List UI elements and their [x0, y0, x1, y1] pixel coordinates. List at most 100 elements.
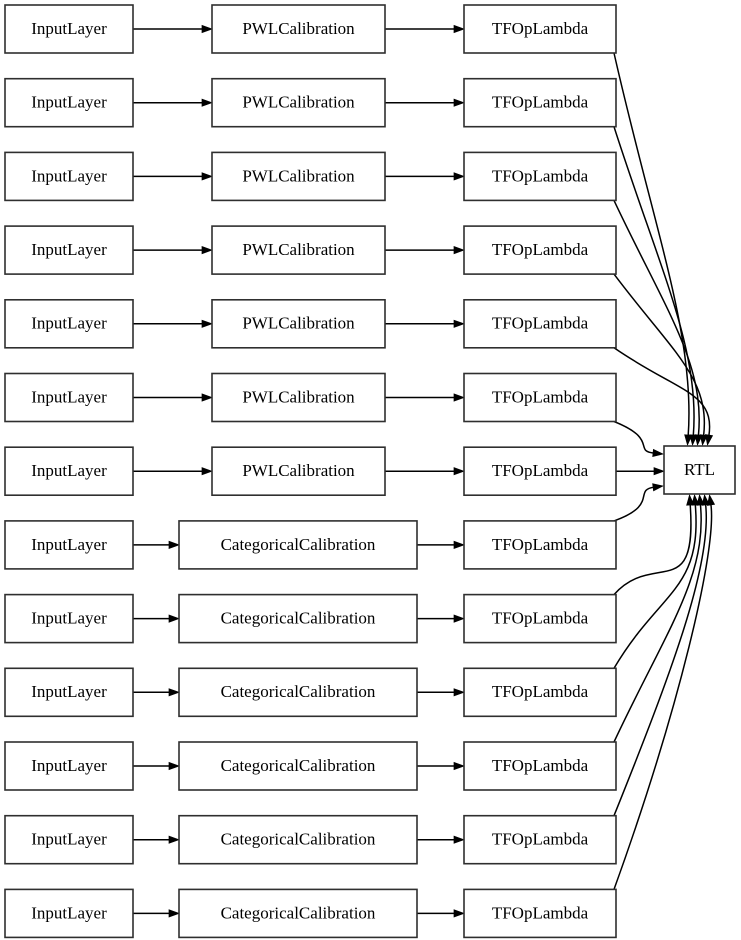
node-calibration-4-rect[interactable]: [211, 225, 386, 275]
edge-input-to-calibration-7: [133, 467, 214, 476]
node-calibration-2-label: PWLCalibration: [242, 93, 355, 112]
node-calibration-6-rect[interactable]: [211, 372, 386, 423]
node-calibration-12[interactable]: CategoricalCalibration: [178, 814, 418, 865]
node-calibration-7-rect[interactable]: [211, 446, 386, 497]
node-lambda-11-rect[interactable]: [463, 741, 617, 791]
node-input-layer-10-rect[interactable]: [4, 667, 134, 718]
node-lambda-12[interactable]: TFOpLambda: [463, 814, 617, 865]
node-input-layer-11-rect[interactable]: [4, 741, 134, 791]
node-calibration-12-label: CategoricalCalibration: [221, 830, 376, 849]
node-input-layer-2[interactable]: InputLayer: [4, 77, 134, 128]
edge-lambda-to-rtl-9: [613, 493, 695, 596]
node-calibration-5[interactable]: PWLCalibration: [211, 298, 386, 349]
node-lambda-1[interactable]: TFOpLambda: [463, 4, 617, 54]
edge-input-to-calibration-10: [133, 688, 181, 697]
node-calibration-13[interactable]: CategoricalCalibration: [178, 888, 418, 939]
node-calibration-12-rect[interactable]: [178, 814, 418, 865]
node-calibration-7[interactable]: PWLCalibration: [211, 446, 386, 497]
node-lambda-1-rect[interactable]: [463, 4, 617, 54]
node-rtl-output-rect[interactable]: [663, 445, 736, 495]
node-lambda-10-rect[interactable]: [463, 667, 617, 718]
node-lambda-9-rect[interactable]: [463, 593, 617, 644]
node-input-layer-7-rect[interactable]: [4, 446, 134, 497]
node-calibration-8-label: CategoricalCalibration: [221, 535, 376, 554]
node-input-layer-7[interactable]: InputLayer: [4, 446, 134, 497]
node-calibration-10-label: CategoricalCalibration: [221, 682, 376, 701]
node-lambda-3-rect[interactable]: [463, 151, 617, 202]
node-rtl-output[interactable]: RTL: [663, 445, 736, 495]
node-lambda-13-rect[interactable]: [463, 888, 617, 939]
edge-calibration-to-lambda-9-arrowhead: [453, 614, 466, 623]
node-calibration-3[interactable]: PWLCalibration: [211, 151, 386, 202]
edge-calibration-to-lambda-2-arrowhead: [453, 98, 466, 107]
edge-calibration-to-lambda-10: [417, 688, 466, 697]
node-input-layer-3-rect[interactable]: [4, 151, 134, 202]
node-calibration-10-rect[interactable]: [178, 667, 418, 718]
node-input-layer-13[interactable]: InputLayer: [4, 888, 134, 939]
node-lambda-8-rect[interactable]: [463, 520, 617, 570]
node-calibration-5-rect[interactable]: [211, 298, 386, 349]
node-lambda-4[interactable]: TFOpLambda: [463, 225, 617, 275]
node-input-layer-8[interactable]: InputLayer: [4, 520, 134, 570]
edge-calibration-to-lambda-3: [385, 172, 466, 181]
node-calibration-9-rect[interactable]: [178, 593, 418, 644]
edge-lambda-to-rtl-9-arrowhead: [686, 493, 695, 506]
node-input-layer-4[interactable]: InputLayer: [4, 225, 134, 275]
node-calibration-8-rect[interactable]: [178, 520, 418, 570]
node-calibration-8[interactable]: CategoricalCalibration: [178, 520, 418, 570]
node-input-layer-3[interactable]: InputLayer: [4, 151, 134, 202]
node-input-layer-10[interactable]: InputLayer: [4, 667, 134, 718]
node-input-layer-5[interactable]: InputLayer: [4, 298, 134, 349]
node-lambda-13[interactable]: TFOpLambda: [463, 888, 617, 939]
node-calibration-10[interactable]: CategoricalCalibration: [178, 667, 418, 718]
node-calibration-3-rect[interactable]: [211, 151, 386, 202]
node-input-layer-6[interactable]: InputLayer: [4, 372, 134, 423]
node-lambda-5-rect[interactable]: [463, 298, 617, 349]
node-lambda-9[interactable]: TFOpLambda: [463, 593, 617, 644]
node-input-layer-4-rect[interactable]: [4, 225, 134, 275]
node-input-layer-13-rect[interactable]: [4, 888, 134, 939]
node-lambda-6-rect[interactable]: [463, 372, 617, 423]
node-lambda-2[interactable]: TFOpLambda: [463, 77, 617, 128]
node-lambda-11[interactable]: TFOpLambda: [463, 741, 617, 791]
node-lambda-5[interactable]: TFOpLambda: [463, 298, 617, 349]
node-input-layer-12[interactable]: InputLayer: [4, 814, 134, 865]
node-calibration-11-rect[interactable]: [178, 741, 418, 791]
node-input-layer-8-rect[interactable]: [4, 520, 134, 570]
edge-lambda-to-rtl-7: [616, 467, 666, 476]
node-calibration-6-label: PWLCalibration: [242, 387, 355, 406]
node-lambda-7-rect[interactable]: [463, 446, 617, 497]
node-input-layer-11[interactable]: InputLayer: [4, 741, 134, 791]
node-calibration-6[interactable]: PWLCalibration: [211, 372, 386, 423]
node-lambda-2-rect[interactable]: [463, 77, 617, 128]
node-lambda-7[interactable]: TFOpLambda: [463, 446, 617, 497]
node-lambda-12-rect[interactable]: [463, 814, 617, 865]
node-input-layer-9[interactable]: InputLayer: [4, 593, 134, 644]
node-calibration-2[interactable]: PWLCalibration: [211, 77, 386, 128]
node-lambda-3[interactable]: TFOpLambda: [463, 151, 617, 202]
node-calibration-9[interactable]: CategoricalCalibration: [178, 593, 418, 644]
node-input-layer-6-rect[interactable]: [4, 372, 134, 423]
node-input-layer-9-rect[interactable]: [4, 593, 134, 644]
node-calibration-4-label: PWLCalibration: [242, 240, 355, 259]
node-lambda-8[interactable]: TFOpLambda: [463, 520, 617, 570]
node-calibration-4[interactable]: PWLCalibration: [211, 225, 386, 275]
node-rtl-output-label: RTL: [684, 460, 715, 479]
node-calibration-11[interactable]: CategoricalCalibration: [178, 741, 418, 791]
node-calibration-1[interactable]: PWLCalibration: [211, 4, 386, 54]
node-calibration-2-rect[interactable]: [211, 77, 386, 128]
node-input-layer-6-label: InputLayer: [31, 387, 107, 406]
node-lambda-6[interactable]: TFOpLambda: [463, 372, 617, 423]
node-calibration-1-rect[interactable]: [211, 4, 386, 54]
node-input-layer-1-rect[interactable]: [4, 4, 134, 54]
edge-calibration-to-lambda-4: [385, 246, 466, 255]
node-input-layer-12-rect[interactable]: [4, 814, 134, 865]
node-input-layer-5-rect[interactable]: [4, 298, 134, 349]
node-input-layer-2-rect[interactable]: [4, 77, 134, 128]
node-lambda-10[interactable]: TFOpLambda: [463, 667, 617, 718]
node-calibration-13-rect[interactable]: [178, 888, 418, 939]
node-lambda-8-label: TFOpLambda: [492, 535, 589, 554]
node-lambda-4-rect[interactable]: [463, 225, 617, 275]
node-input-layer-1[interactable]: InputLayer: [4, 4, 134, 54]
